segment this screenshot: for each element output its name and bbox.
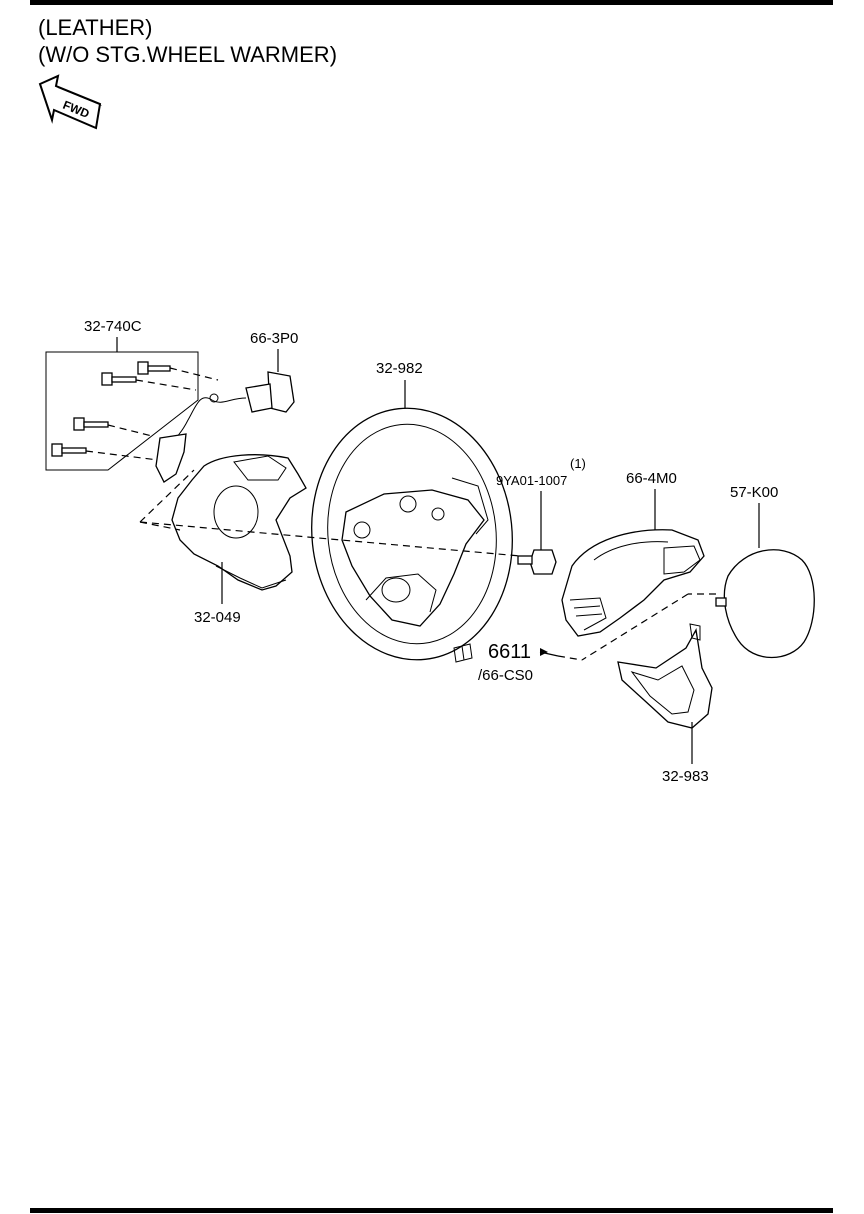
label-32-740c: 32-740C xyxy=(84,318,142,335)
bolt-icon xyxy=(101,372,137,386)
switch-assembly: 66-4M0 xyxy=(561,470,705,637)
label-ref-66-cs0: /66-CS0 xyxy=(478,667,533,684)
label-66-4m0: 66-4M0 xyxy=(626,470,677,487)
steering-wheel: 32-982 xyxy=(139,360,521,661)
label-32-983: 32-983 xyxy=(662,768,709,785)
label-ref-6611: 6611 xyxy=(488,641,531,663)
bottom-border xyxy=(30,1208,833,1213)
bolt-icon xyxy=(51,443,87,457)
reference-callout: 6611 /66-CS0 xyxy=(453,641,583,684)
label-66-3p0: 66-3P0 xyxy=(250,330,298,347)
label-57-k00: 57-K00 xyxy=(730,484,778,501)
top-border xyxy=(30,0,833,5)
airbag-module: 66-3P0 xyxy=(169,330,298,445)
bolt-set-group: 32-740C xyxy=(45,318,219,471)
lower-cover: 32-049 xyxy=(139,433,307,626)
label-9ya01-1007: 9YA01-1007 xyxy=(496,473,567,488)
steering-bolt: (1) 9YA01-1007 xyxy=(496,456,586,575)
bolt-icon xyxy=(73,417,109,431)
header-leather: (LEATHER) xyxy=(38,15,153,40)
garnish-lower: 32-983 xyxy=(617,623,713,785)
fwd-arrow-icon: FWD xyxy=(38,74,102,130)
label-bolt-qty: (1) xyxy=(570,456,586,471)
wheel-cover-right: 57-K00 xyxy=(581,484,815,661)
diagram-header: (LEATHER) (W/O STG.WHEEL WARMER) xyxy=(38,14,337,68)
header-wo-warmer: (W/O STG.WHEEL WARMER) xyxy=(38,42,338,67)
bolt-icon xyxy=(137,361,171,375)
label-32-982: 32-982 xyxy=(376,360,423,377)
label-32-049: 32-049 xyxy=(194,609,241,626)
reference-book-icon xyxy=(453,643,473,663)
